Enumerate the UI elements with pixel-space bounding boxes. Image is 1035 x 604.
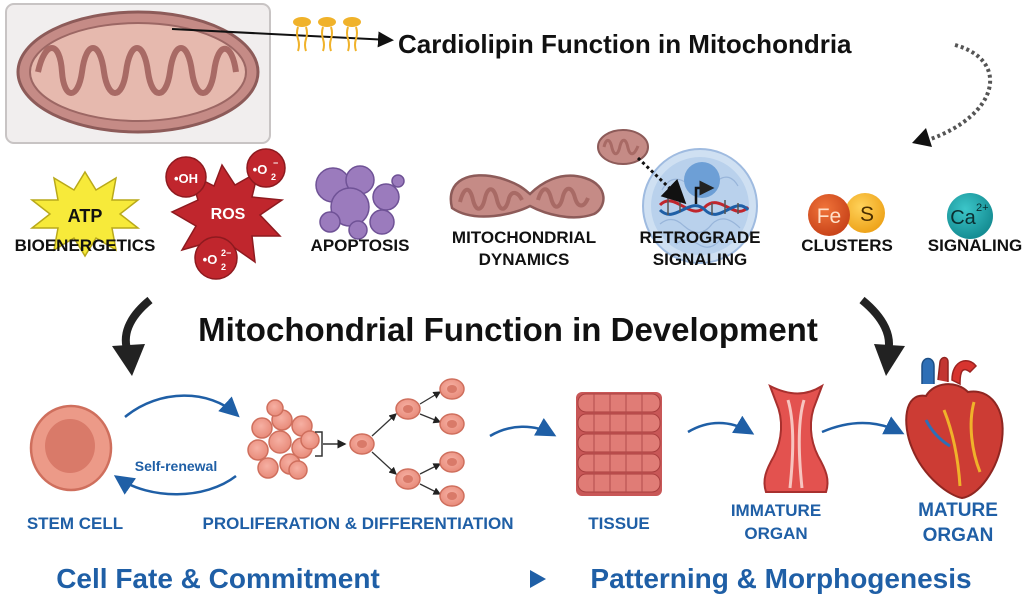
title-development: Mitochondrial Function in Development <box>198 311 818 348</box>
immature-label-line1: IMMATURE <box>731 501 821 520</box>
atp-label: ATP <box>68 206 103 226</box>
ros-o2-top-sub: 2 <box>271 172 276 182</box>
differentiation-tree <box>349 378 465 507</box>
signaling-label: SIGNALING <box>928 236 1022 255</box>
bioenergetics-label: BIOENERGETICS <box>15 236 156 255</box>
ros-oh-label: •OH <box>174 171 198 186</box>
patterning-label: Patterning & Morphogenesis <box>590 563 971 594</box>
curved-arrow-right <box>859 296 905 376</box>
apoptosis-icon <box>315 165 405 240</box>
immature-label-line2: ORGAN <box>744 524 807 543</box>
title-cardiolipin: Cardiolipin Function in Mitochondria <box>398 29 852 59</box>
atp-starburst-icon <box>29 170 141 258</box>
retrograde-label-line2: SIGNALING <box>653 250 747 269</box>
mature-label-line1: MATURE <box>918 500 998 521</box>
sulfur-sphere-icon <box>845 193 885 233</box>
proliferating-cells-icon <box>247 399 320 480</box>
ca-sup-label: 2+ <box>976 202 989 214</box>
dynamics-label-line2: DYNAMICS <box>479 250 570 269</box>
ca-label: Ca <box>950 207 976 229</box>
arrowhead-top-right <box>912 128 932 147</box>
curved-arrow-left <box>112 296 153 376</box>
ros-o2-bot-sup: 2− <box>221 248 231 258</box>
clusters-label: CLUSTERS <box>801 236 893 255</box>
ros-o2-top-sup: − <box>273 158 278 168</box>
arrow-to-tissue <box>489 417 557 438</box>
iron-sphere-icon <box>808 194 850 236</box>
ros-o2-top-label: •O <box>253 162 268 177</box>
s-label: S <box>860 203 874 226</box>
self-renewal-label: Self-renewal <box>135 458 217 474</box>
ros-label: ROS <box>211 206 246 223</box>
dotted-progress-arrow <box>432 570 546 588</box>
cell-fate-label: Cell Fate & Commitment <box>56 563 380 594</box>
proliferation-label: PROLIFERATION & DIFFERENTIATION <box>202 514 513 533</box>
cardiolipin-icon <box>171 17 394 52</box>
heart-icon <box>905 356 1004 500</box>
retrograde-label-line1: RETROGRADE <box>640 228 761 247</box>
arrow-to-mature-organ <box>821 416 905 435</box>
stem-cell-icon <box>29 404 113 492</box>
arrow-to-immature-organ <box>687 415 755 435</box>
ros-o2-bot-sub: 2 <box>221 262 226 272</box>
ros-o2-bot-label: •O <box>203 252 218 267</box>
dynamics-label-line1: MITOCHONDRIAL <box>452 228 596 247</box>
mitochondrial-dynamics-icon <box>449 174 605 219</box>
retrograde-signaling-icon <box>597 129 758 264</box>
bracket <box>315 431 323 457</box>
self-renewal-arrow <box>113 475 237 496</box>
apoptosis-label: APOPTOSIS <box>311 236 410 255</box>
mature-label-line2: ORGAN <box>923 525 994 546</box>
tissue-label: TISSUE <box>588 514 649 533</box>
mitochondrion-panel <box>5 3 271 144</box>
tissue-icon <box>576 392 662 496</box>
ros-icon <box>165 148 286 280</box>
dashed-arrow-top-right <box>927 43 993 142</box>
stem-cell-label: STEM CELL <box>27 514 123 533</box>
fe-label: Fe <box>817 205 842 228</box>
calcium-ion-icon <box>947 193 993 239</box>
arrow-to-proliferation <box>124 394 240 418</box>
immature-organ-icon <box>763 383 829 493</box>
